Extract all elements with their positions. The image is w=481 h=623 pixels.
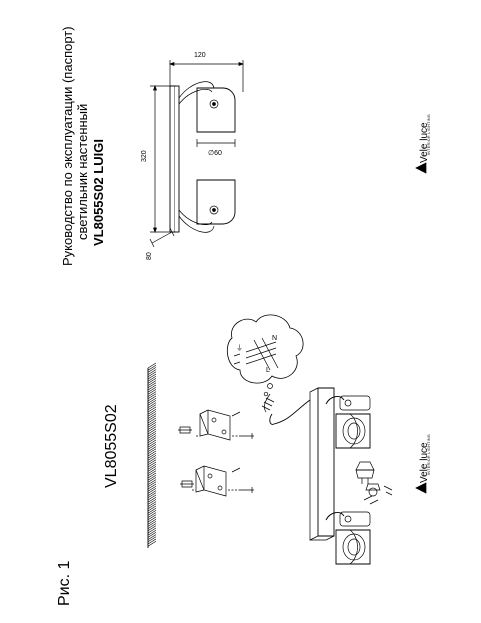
dimension-diameter: ∅60 (208, 150, 222, 157)
mounting-brackets (178, 409, 254, 497)
wiring-detail-bubble (226, 314, 304, 413)
brand-logo-marks (415, 162, 427, 494)
dimension-width: 120 (194, 52, 206, 59)
dimension-drawing (149, 60, 244, 248)
wall-hatch (147, 362, 157, 548)
wiring-label-live: L (266, 367, 270, 374)
wiring-label-neutral: N (272, 335, 277, 342)
fixture-drawing (269, 387, 393, 565)
wiring-label-ground: ⏚ (236, 344, 243, 352)
